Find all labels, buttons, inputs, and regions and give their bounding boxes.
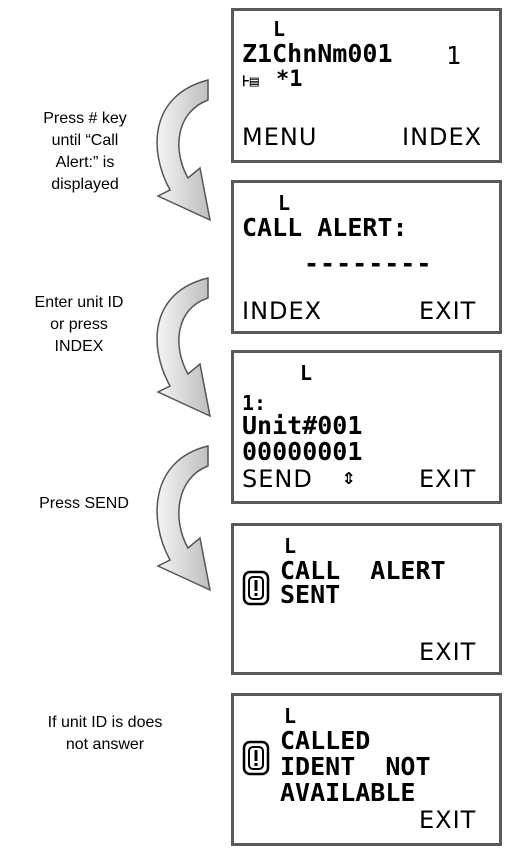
- softkey-exit[interactable]: EXIT: [419, 806, 477, 834]
- alert-message-line2: SENT: [280, 580, 341, 609]
- signal-indicator: L: [278, 191, 291, 215]
- list-index: 1:: [242, 391, 267, 415]
- softkey-index[interactable]: INDEX: [402, 123, 483, 151]
- unit-name: Unit#001: [242, 411, 363, 440]
- step-label-4: If unit ID is does not answer: [47, 714, 163, 753]
- alert-message-line1: CALL ALERT: [280, 556, 446, 585]
- softkey-exit[interactable]: EXIT: [419, 465, 477, 493]
- signal-indicator: L: [284, 534, 297, 558]
- step-label-1: Press # key until “Call Alert:” is displ…: [43, 110, 127, 193]
- channel-name: Z1ChnNm001: [242, 39, 393, 68]
- step-label-2: Enter unit ID or press INDEX: [34, 294, 124, 355]
- call-alert-title: CALL ALERT:: [242, 213, 408, 242]
- status-value: *1: [276, 67, 303, 92]
- step-label-3: Press SEND: [39, 495, 129, 512]
- unit-id: 00000001: [242, 437, 363, 466]
- radio-screen-home: L Z1ChnNm001 1 ⊦▤ *1 MENU INDEX: [231, 8, 502, 163]
- scroll-arrows-icon[interactable]: ⇕: [342, 465, 356, 490]
- unit-id-entry[interactable]: --------: [304, 249, 433, 278]
- radio-screen-call-alert: L CALL ALERT: -------- INDEX EXIT: [231, 180, 502, 334]
- alert-icon: [242, 740, 270, 776]
- signal-indicator: L: [273, 17, 286, 41]
- softkey-exit[interactable]: EXIT: [419, 638, 477, 666]
- softkey-index[interactable]: INDEX: [242, 297, 323, 325]
- radio-screen-unit-select: L 1: Unit#001 00000001 SEND ⇕ EXIT: [231, 350, 502, 504]
- radio-screen-alert-sent: L CALL ALERT SENT EXIT: [231, 523, 502, 675]
- signal-indicator: L: [284, 704, 297, 728]
- alert-icon: [242, 570, 270, 606]
- channel-number: 1: [446, 41, 462, 70]
- status-message-line1: CALLED: [280, 726, 371, 755]
- flow-arrow-2: [156, 277, 212, 418]
- softkey-menu[interactable]: MENU: [242, 123, 318, 151]
- signal-indicator: L: [300, 361, 313, 385]
- flow-arrow-1: [156, 79, 212, 222]
- softkey-send[interactable]: SEND: [242, 465, 313, 493]
- radio-screen-not-available: L CALLED IDENT NOT AVAILABLE EXIT: [231, 693, 502, 846]
- status-message-line3: AVAILABLE: [280, 778, 416, 807]
- status-message-line2: IDENT NOT: [280, 752, 431, 781]
- softkey-exit[interactable]: EXIT: [419, 297, 477, 325]
- flow-arrow-3: [156, 445, 212, 592]
- status-icons: ⊦▤: [242, 72, 259, 90]
